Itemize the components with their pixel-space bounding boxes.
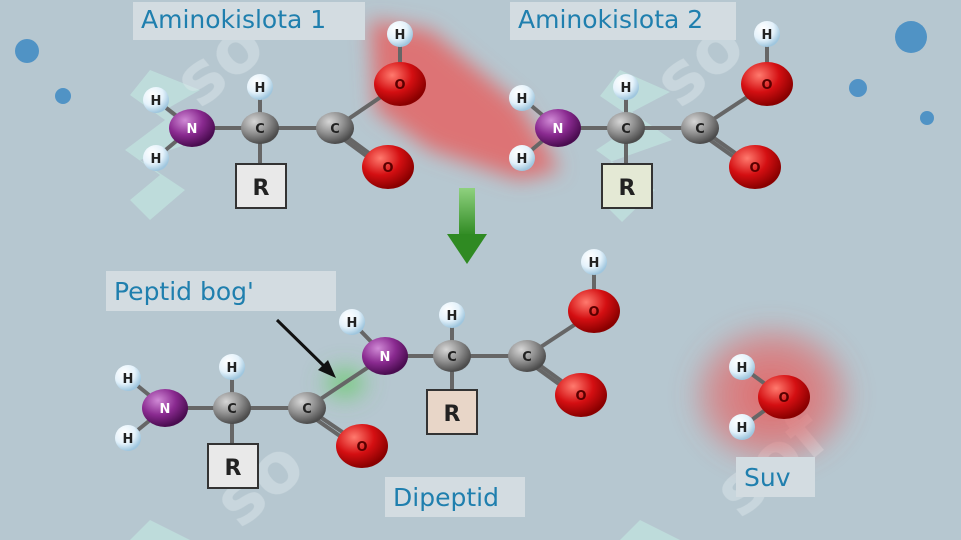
svg-text:H: H (347, 316, 358, 331)
svg-text:H: H (762, 28, 773, 43)
decorative-dots (15, 21, 934, 125)
amino-acid-1-molecule: R H H N H C C H O (143, 21, 426, 209)
carbon-atom: C (241, 112, 279, 144)
hydrogen-atom: H (509, 145, 535, 171)
radical-box (235, 163, 287, 209)
svg-text:C: C (255, 122, 265, 137)
svg-text:O: O (382, 161, 393, 176)
svg-text:C: C (227, 402, 237, 417)
hydrogen-atom: H (219, 354, 245, 380)
svg-text:C: C (330, 122, 340, 137)
svg-text:N: N (553, 122, 564, 137)
carbon-atom: C (316, 112, 354, 144)
radical-box (207, 443, 259, 489)
oxygen-atom: O (729, 145, 781, 189)
peptide-bond-label: Peptid bog' (106, 271, 336, 311)
oxygen-atom: O (374, 62, 426, 106)
svg-text:O: O (761, 78, 772, 93)
svg-text:H: H (123, 432, 134, 447)
svg-text:H: H (255, 81, 266, 96)
svg-text:H: H (227, 361, 238, 376)
svg-text:H: H (517, 92, 528, 107)
hydrogen-atom: H (439, 302, 465, 328)
nitrogen-atom: N (535, 109, 581, 147)
carbon-atom: C (288, 392, 326, 424)
svg-text:O: O (778, 391, 789, 406)
water-label: Suv (736, 457, 815, 497)
nitrogen-atom: N (362, 337, 408, 375)
svg-text:H: H (123, 372, 134, 387)
svg-text:N: N (187, 122, 198, 137)
svg-text:H: H (621, 81, 632, 96)
amino-acid-2-label: Aminokislota 2 (510, 2, 736, 40)
svg-text:H: H (737, 421, 748, 436)
carbon-atom: C (508, 340, 546, 372)
dipeptide-label: Dipeptid (385, 477, 525, 517)
hydrogen-atom: H (115, 425, 141, 451)
hydrogen-atom: H (115, 365, 141, 391)
radical-label: R (619, 176, 636, 201)
svg-text:O: O (749, 161, 760, 176)
amino-acid-1-label: Aminokislota 1 (133, 2, 365, 40)
amino-acid-2-molecule: R H H N H C C H O (509, 21, 793, 209)
radical-box (601, 163, 653, 209)
oxygen-atom: O (555, 373, 607, 417)
oxygen-atom: O (362, 145, 414, 189)
svg-text:O: O (356, 440, 367, 455)
svg-text:H: H (589, 256, 600, 271)
carbon-atom: C (607, 112, 645, 144)
svg-text:H: H (447, 309, 458, 324)
hydrogen-atom: H (754, 21, 780, 47)
oxygen-atom: O (568, 289, 620, 333)
hydrogen-atom: H (729, 414, 755, 440)
svg-text:C: C (302, 402, 312, 417)
svg-text:C: C (447, 350, 457, 365)
svg-text:H: H (151, 94, 162, 109)
hydrogen-atom: H (339, 309, 365, 335)
hydrogen-atom: H (581, 249, 607, 275)
svg-text:H: H (517, 152, 528, 167)
carbon-atom: C (681, 112, 719, 144)
radical-label: R (444, 402, 461, 427)
svg-text:H: H (151, 152, 162, 167)
hydrogen-atom: H (143, 145, 169, 171)
hydrogen-atom: H (613, 74, 639, 100)
svg-text:C: C (621, 122, 631, 137)
radical-label: R (253, 176, 270, 201)
hydrogen-atom: H (143, 87, 169, 113)
svg-text:C: C (695, 122, 705, 137)
hydrogen-atom: H (509, 85, 535, 111)
reaction-arrow (447, 188, 487, 264)
oxygen-atom: O (336, 424, 388, 468)
hydrogen-atom: H (729, 354, 755, 380)
oxygen-atom: O (741, 62, 793, 106)
nitrogen-atom: N (169, 109, 215, 147)
nitrogen-atom: N (142, 389, 188, 427)
hydrogen-atom: H (387, 21, 413, 47)
carbon-atom: C (433, 340, 471, 372)
radical-label: R (225, 456, 242, 481)
svg-text:N: N (160, 402, 171, 417)
svg-text:N: N (380, 350, 391, 365)
dipeptide-molecule: R R H H N H C C O (115, 249, 620, 489)
peptide-bond-pointer (275, 318, 336, 378)
radical-box (426, 389, 478, 435)
oxygen-atom: O (758, 375, 810, 419)
water-removal-highlight (370, 20, 560, 180)
svg-text:O: O (394, 78, 405, 93)
svg-text:O: O (588, 305, 599, 320)
carbon-atom: C (213, 392, 251, 424)
svg-text:O: O (575, 389, 586, 404)
hydrogen-atom: H (247, 74, 273, 100)
water-molecule: H H O (729, 354, 810, 440)
watermark (125, 70, 680, 540)
svg-text:H: H (737, 361, 748, 376)
svg-text:C: C (522, 350, 532, 365)
svg-text:H: H (395, 28, 406, 43)
